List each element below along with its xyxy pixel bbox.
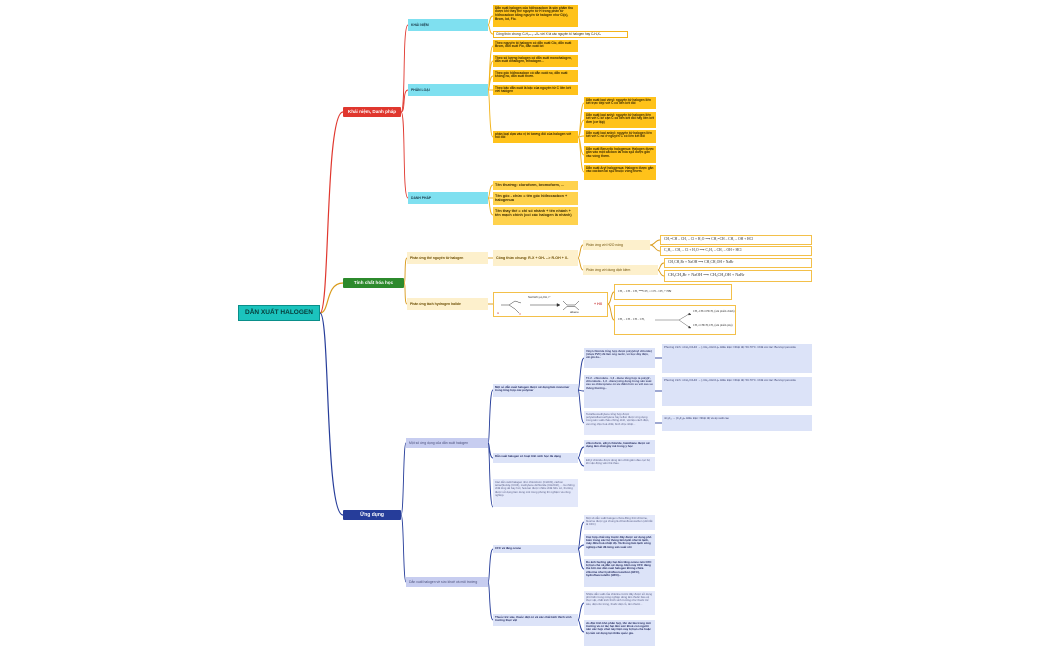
branch-khai-niem-danh-phap[interactable]: Khái niệm, Danh pháp bbox=[343, 107, 401, 117]
phan-loai-sub-item[interactable]: Dẫn xuất Benzylic halogenua: Halogen đượ… bbox=[584, 146, 656, 163]
ud-monomer[interactable]: Một số dẫn xuất halogen được sử dụng làm… bbox=[493, 384, 578, 397]
sinh-hoc-item[interactable]: chloroform, ethyl chloride, halothane đư… bbox=[584, 440, 655, 454]
elimination-eq-2: CH₃ – CH – CH – CH₃ CH₃-CH=CHCH₃ (sản ph… bbox=[614, 305, 736, 335]
node-pu-kiem[interactable]: Phản ứng với dung dịch kiềm bbox=[583, 265, 658, 275]
phan-loai-item[interactable]: Theo bậc dẫn xuất là bậc của nguyên tử C… bbox=[493, 85, 578, 95]
node-ung-dung-1[interactable]: Một số ứng dụng của dẫn xuất halogen bbox=[406, 438, 488, 448]
eq2-side-product: CH₂=CHCH₂CH₃ (sản phẩm phụ) bbox=[693, 323, 733, 327]
root-node[interactable]: DẪN XUẤT HALOGEN bbox=[238, 305, 320, 321]
node-phan-ung-the[interactable]: Phản ứng thế nguyên tử halogen bbox=[407, 252, 488, 264]
monomer-note: Phương trình: nCH₂=CHCl → [-CH₂-CHCl-]ₙ.… bbox=[662, 344, 812, 373]
elimination-eq-1: CH₃ – CH – CH₃ ⟶ CH₂ = CH – CH₃ + HBr bbox=[614, 284, 732, 300]
eq2-arrows bbox=[655, 312, 692, 329]
danh-phap-item[interactable]: Tên thay thế = chỉ số nhánh + tên nhánh … bbox=[493, 207, 578, 225]
node-khai-niem[interactable]: KHÁI NIỆM bbox=[408, 19, 488, 31]
node-ung-dung-2[interactable]: Dẫn xuất halogen về sức khoẻ và môi trườ… bbox=[406, 577, 488, 587]
phan-loai-sub-item[interactable]: Dẫn xuất loại vinyl: nguyên tử halogen l… bbox=[584, 97, 656, 109]
the-general-formula[interactable]: Công thức chung: R-X + OH- --> R-OH + X- bbox=[493, 250, 578, 266]
phan-loai-item[interactable]: Theo số lượng halogen có dẫn xuất monoha… bbox=[493, 55, 578, 67]
phan-loai-noi-doi[interactable]: phân loại dựa vào vị trí tương đối của h… bbox=[493, 131, 578, 143]
monomer-note: Phương trình: nCH₂=CHCl → [-CH₂-CHCl-]ₙ.… bbox=[662, 377, 812, 406]
monomer-item[interactable]: Vinyl chloride tổng hợp được poly(vinyl … bbox=[584, 348, 655, 368]
ud-sinh-hoc[interactable]: Dẫn xuất halogen có hoạt tính sinh học đ… bbox=[493, 453, 578, 463]
ud-cfc[interactable]: CFC và tầng ozone bbox=[493, 545, 578, 553]
svg-text:H: H bbox=[497, 311, 499, 315]
phan-loai-sub-item[interactable]: Dẫn xuất Aryl halogenua: Halogen được gắ… bbox=[584, 165, 656, 180]
monomer-note: nC₂F₄ → (C₂F₄)ₙ. Điều kiện: Nhiệt độ và … bbox=[662, 415, 812, 431]
phan-loai-item[interactable]: Theo gốc hiđrocacbon có dẫn xuất no, dẫn… bbox=[493, 70, 578, 82]
elimination-mechanism: H X NaOH/C₂H₅OH, t° alkene + HX bbox=[493, 292, 608, 317]
sinh-hoc-item[interactable]: Ethyl chloride được dùng làm chất giảm đ… bbox=[584, 457, 655, 471]
equation-h2o: CH₂=CH – CH₂ – Cl + H₂O ⟶ CH₂=CH – CH₂ –… bbox=[660, 235, 812, 245]
node-pu-h2o[interactable]: Phản ứng với H2O nóng bbox=[583, 240, 650, 250]
branch-tinh-chat-hoa-hoc[interactable]: Tính chất hóa học bbox=[343, 278, 404, 288]
equation-h2o: C₆H₅ – CH₂ – Cl + H₂O ⟶ C₆H₅ – CH₂ – OH … bbox=[660, 246, 812, 256]
eq2-main-product: CH₃-CH=CHCH₃ (sản phẩm chính) bbox=[693, 309, 735, 313]
node-danh-phap[interactable]: DANH PHÁP bbox=[408, 192, 488, 204]
mechanism-drawing: H X bbox=[497, 300, 580, 316]
thuoc-item[interactable]: do đặc tính khó phân huỷ, tồn dư lâu tro… bbox=[584, 620, 655, 646]
svg-text:X: X bbox=[519, 312, 521, 316]
node-phan-ung-tach[interactable]: Phản ứng tách hydrogen halide bbox=[407, 298, 488, 310]
ud-thuoc-tru-sau[interactable]: Thuốc trừ sâu, thuốc diệt cỏ và các chất… bbox=[493, 614, 578, 626]
hx-label: + HX bbox=[594, 302, 603, 306]
equation-kiem: CH₃CH₂Br + NaOH ⟶ CH₃CH₂OH + NaBr bbox=[664, 258, 812, 268]
monomer-item[interactable]: Tetrafluoroethylene tổng hợp được polyte… bbox=[584, 411, 655, 435]
cfc-item[interactable]: Một số dẫn xuất halogen chứa đồng thời c… bbox=[584, 515, 655, 530]
eq2-reactant: CH₃ – CH – CH – CH₃ bbox=[618, 317, 645, 321]
khai-niem-formula[interactable]: Công thức chung: CₓH₂ₓ₊₂₋ₙXₙ với X là cá… bbox=[493, 31, 628, 38]
alkene-label: alkene bbox=[570, 310, 579, 314]
phan-loai-item[interactable]: Theo nguyên tố halogen có dẫn xuất Clo, … bbox=[493, 40, 578, 52]
ud-dung-moi[interactable]: Các dẫn xuất halogen như chloroform (CHC… bbox=[493, 479, 578, 507]
cfc-item[interactable]: Các hợp chất này trước đây được sử dụng … bbox=[584, 534, 655, 556]
node-phan-loai[interactable]: PHÂN LOẠI bbox=[408, 84, 488, 96]
monomer-item[interactable]: Tổ 2 - chloroluta - 1,3 - diene tổng hợp… bbox=[584, 375, 655, 408]
cfc-item[interactable]: Do ảnh hưởng gây hại đến tầng ozone nên … bbox=[584, 559, 655, 587]
branch-ung-dung[interactable]: Ứng dụng bbox=[343, 510, 401, 520]
khai-niem-definition[interactable]: Dẫn xuất halogen của hiđrocacbon là sản … bbox=[493, 5, 578, 27]
danh-phap-item[interactable]: Tên gốc - chức = tên gốc hiđrocacbon + h… bbox=[493, 192, 578, 205]
thuoc-item[interactable]: Nhiều dẫn xuất của chlorine trước đây đư… bbox=[584, 591, 655, 615]
reagent-label: NaOH/C₂H₅OH, t° bbox=[528, 295, 551, 299]
danh-phap-item[interactable]: Tên thường: cloroform, bromoform, ... bbox=[493, 181, 578, 190]
equation-kiem: CH₃CH₂Br + NaOH ⟶ CH₃CH₂OH + NaBr bbox=[664, 270, 812, 282]
phan-loai-sub-item[interactable]: Dẫn xuất loại ankyl: nguyên tử halogen l… bbox=[584, 130, 656, 143]
phan-loai-sub-item[interactable]: Dẫn xuất loại anlyl: nguyên tử halogen l… bbox=[584, 112, 656, 128]
